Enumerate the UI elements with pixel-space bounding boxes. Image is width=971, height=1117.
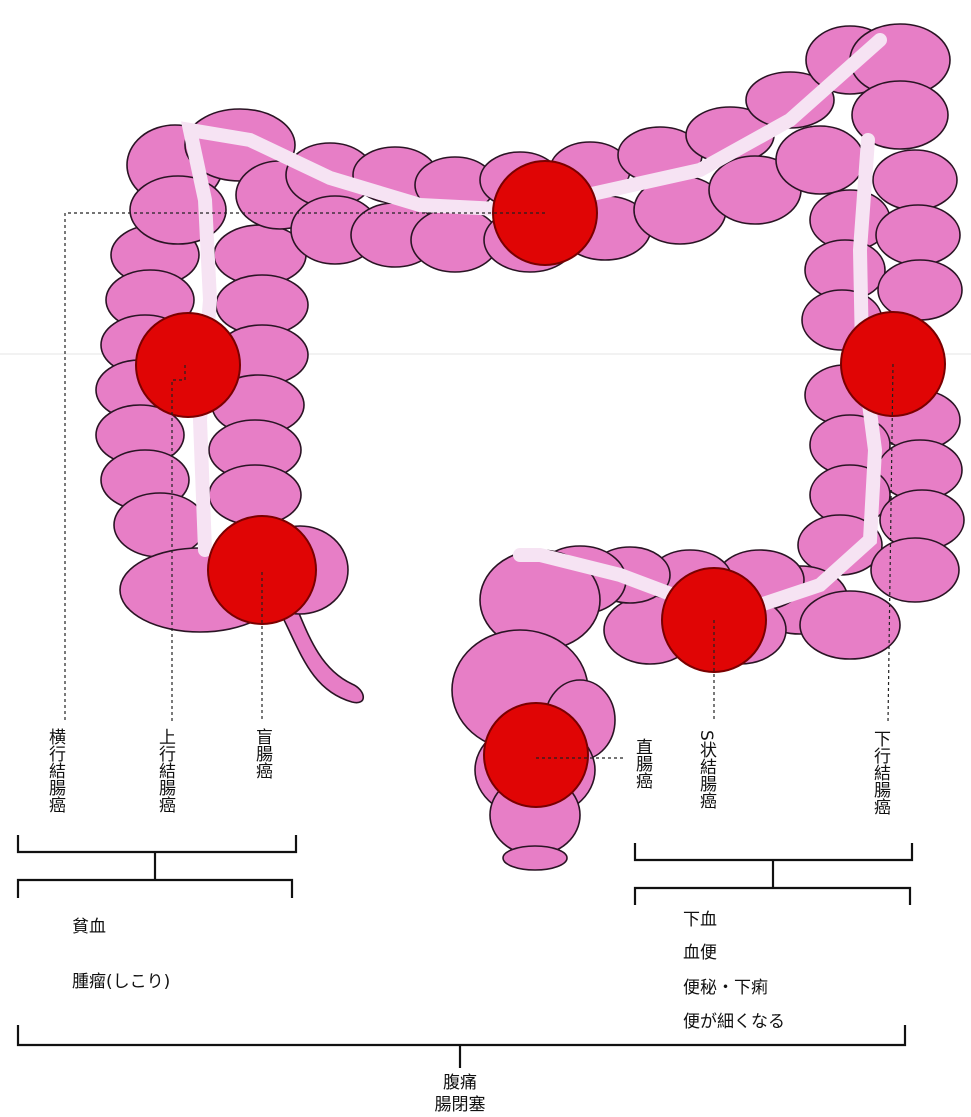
tumor-cecum bbox=[208, 516, 316, 624]
appendix bbox=[280, 606, 363, 703]
bracket-right-upper bbox=[18, 835, 296, 852]
symptom-left-2: 血便 bbox=[683, 943, 717, 963]
symptom-common-2: 腸閉塞 bbox=[435, 1095, 486, 1115]
label-ascending: 上行結腸癌 bbox=[155, 728, 176, 813]
symptom-common-1: 腹痛 bbox=[443, 1073, 477, 1093]
bracket-left-upper bbox=[635, 843, 912, 860]
symptoms-left: 下血 血便 便秘・下痢 便が細くなる bbox=[683, 910, 785, 1032]
symptom-left-1: 下血 bbox=[683, 910, 717, 930]
symptom-right-1: 貧血 bbox=[72, 917, 106, 937]
tumor-rectum bbox=[484, 703, 588, 807]
cancer-labels: 横行結腸癌 上行結腸癌 盲腸癌 直腸癌 S状結腸癌 下行結腸癌 bbox=[45, 728, 891, 815]
tumor-ascending bbox=[136, 313, 240, 417]
label-descending: 下行結腸癌 bbox=[870, 730, 891, 815]
label-transverse: 横行結腸癌 bbox=[45, 728, 66, 813]
brackets bbox=[18, 835, 912, 1068]
symptom-right-2: 腫瘤(しこり) bbox=[72, 972, 170, 992]
symptom-left-3: 便秘・下痢 bbox=[683, 978, 768, 998]
label-sigmoid: S状結腸癌 bbox=[696, 730, 717, 809]
label-cecum: 盲腸癌 bbox=[252, 728, 273, 779]
bracket-left-lower bbox=[635, 888, 910, 905]
bracket-right-lower bbox=[18, 880, 292, 898]
label-rectum: 直腸癌 bbox=[632, 738, 653, 789]
symptom-left-4: 便が細くなる bbox=[683, 1012, 785, 1032]
symptoms-right: 貧血 腫瘤(しこり) bbox=[72, 917, 170, 992]
symptoms-common: 腹痛 腸閉塞 bbox=[435, 1073, 486, 1115]
